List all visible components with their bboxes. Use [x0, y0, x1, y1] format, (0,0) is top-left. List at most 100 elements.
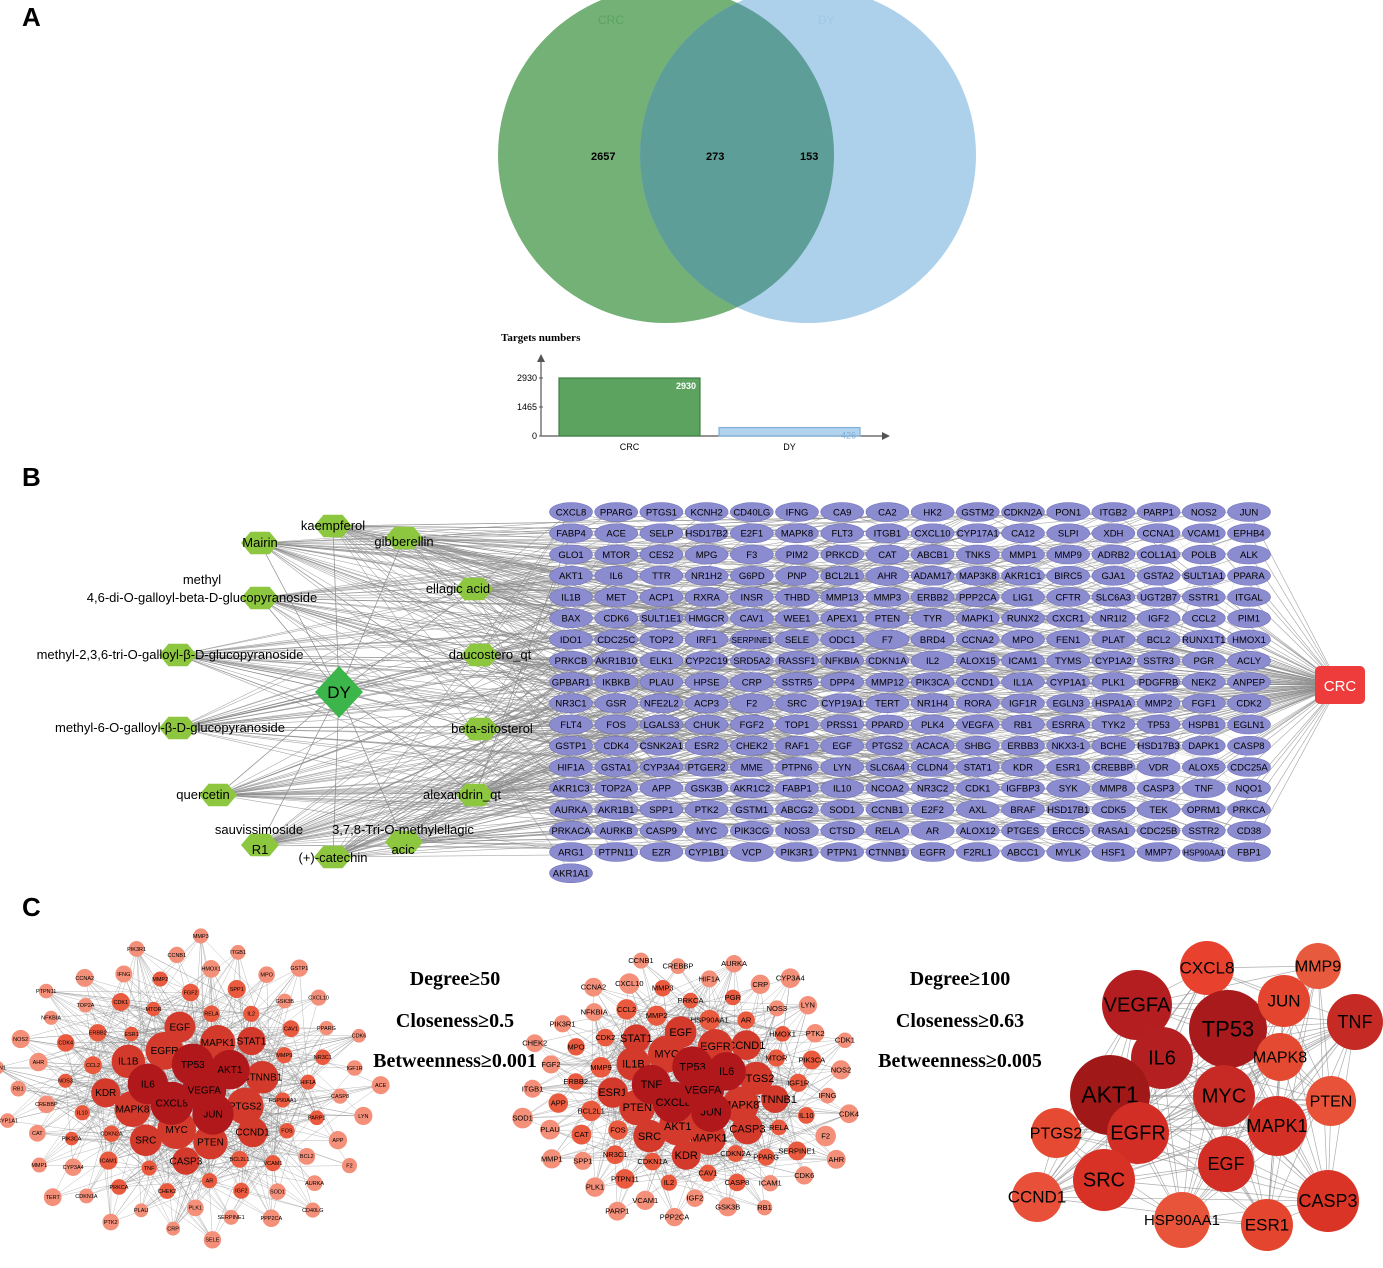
- ppi-node: [202, 960, 220, 978]
- target-node: [729, 778, 774, 799]
- ppi-edge: [108, 1160, 213, 1241]
- target-label: SRC: [787, 699, 807, 710]
- disease-node-crc: [1315, 666, 1365, 704]
- ppi-node-label: CDK1: [835, 1036, 855, 1045]
- ppi-edge: [0, 1068, 83, 1113]
- target-label: CASP8: [1233, 741, 1264, 752]
- venn-overlap-count: 273: [706, 151, 724, 163]
- ppi-edge: [38, 1026, 180, 1063]
- ppi-node-label: AURKA: [721, 959, 747, 968]
- target-node: [820, 608, 865, 629]
- ppi-node: [152, 971, 168, 987]
- target-label: RB1: [1014, 720, 1032, 731]
- target-node: [1136, 650, 1181, 671]
- network-b-edge: [177, 660, 572, 729]
- ppi-node: [84, 1056, 102, 1075]
- target-label: FLT4: [560, 720, 581, 731]
- target-label: APEX1: [827, 614, 858, 625]
- target-label: ITGB1: [874, 529, 901, 540]
- target-node: [639, 650, 684, 671]
- target-node: [1001, 714, 1045, 735]
- network-b-edge: [403, 639, 572, 843]
- ppi-edge: [136, 948, 191, 993]
- target-node: [1227, 842, 1271, 862]
- target-node: [1227, 757, 1271, 777]
- ppi-node-label: MMP2: [152, 977, 168, 983]
- target-node: [729, 693, 774, 714]
- target-node: [594, 523, 639, 544]
- target-label: CDC25C: [597, 635, 635, 646]
- core-node-label: EGF: [1207, 1154, 1244, 1174]
- target-label: FGF1: [1192, 699, 1216, 710]
- core-node-label: HSP90AA1: [1144, 1212, 1220, 1229]
- target-label: HSF1: [1101, 847, 1125, 858]
- target-node: [820, 502, 865, 522]
- ppi-node-label: PLK1: [586, 1183, 604, 1192]
- target-node: [1227, 778, 1271, 799]
- ppi-node-label: CHEK2: [522, 1039, 547, 1048]
- bar-value-label: 426: [841, 431, 856, 441]
- target-label: PON1: [1055, 507, 1081, 518]
- ppi-node-label: CDKN1A: [75, 1194, 98, 1200]
- network-b-edge: [661, 596, 1340, 686]
- target-label: SLC6A4: [870, 762, 905, 773]
- ppi-node: [58, 1073, 73, 1088]
- ppi-node-label: MTOR: [765, 1054, 788, 1063]
- ppi-node-label: MMP1: [31, 1163, 47, 1169]
- target-label: MTOR: [602, 550, 630, 561]
- target-label: THBD: [784, 592, 810, 603]
- ppi-node-label: HSP90AA1: [691, 1016, 729, 1025]
- target-node: [1091, 757, 1136, 777]
- target-label: JUN: [1240, 507, 1259, 518]
- target-label: BAX: [561, 614, 581, 625]
- network-b-edge: [661, 745, 1069, 810]
- target-label: ODC1: [829, 635, 855, 646]
- compound-label: beta-sitosterol: [451, 721, 533, 736]
- target-node: [594, 735, 639, 756]
- target-label: CYP1A1: [1050, 677, 1086, 688]
- target-node: [729, 735, 774, 756]
- ppi-edge: [251, 1013, 309, 1083]
- network-b-edge: [332, 511, 572, 858]
- target-label: CDKN1A: [868, 656, 907, 667]
- target-label: NFKBIA: [825, 656, 860, 667]
- target-node: [594, 502, 639, 522]
- ppi-edge: [97, 1008, 154, 1034]
- ppi-node-label: PLK1: [189, 1206, 202, 1212]
- target-label: ADAM17: [914, 571, 952, 582]
- ppi-node-label: CXCL10: [308, 995, 329, 1001]
- target-node: [820, 842, 865, 862]
- target-label: AKR1C3: [553, 784, 590, 795]
- target-node: [775, 778, 819, 799]
- ppi-edge: [20, 1038, 129, 1062]
- target-node: [1182, 799, 1226, 820]
- ppi-edge: [7, 1032, 98, 1121]
- target-label: VEGFA: [962, 720, 994, 731]
- target-node: [955, 608, 1000, 629]
- target-node: [1227, 544, 1271, 565]
- compound-node: [385, 830, 423, 854]
- target-label: ESRRA: [1052, 720, 1085, 731]
- ppi-node-label: SOD1: [512, 1114, 532, 1123]
- target-node: [1001, 523, 1045, 544]
- target-label: HMGCR: [689, 614, 725, 625]
- target-node: [910, 757, 955, 777]
- network-b-edge: [796, 596, 933, 619]
- network-b-edge: [570, 639, 752, 831]
- target-label: ITGB2: [1100, 507, 1127, 518]
- target-label: NR1I2: [1100, 614, 1127, 625]
- target-node: [1046, 778, 1090, 799]
- target-node: [1001, 565, 1045, 586]
- target-node: [1182, 502, 1226, 522]
- target-node: [820, 820, 865, 841]
- ppi-node: [341, 1158, 358, 1174]
- ppi-node: [230, 944, 246, 960]
- target-label: CYP17A1: [957, 529, 999, 540]
- ppi-node-label: CAT: [574, 1130, 589, 1139]
- criteria1-closeness: Closeness≥0.5: [395, 1010, 515, 1032]
- target-node: [1046, 608, 1090, 629]
- ppi-node-label: AHR: [33, 1060, 45, 1066]
- target-node: [910, 672, 955, 692]
- ppi-edge: [200, 935, 292, 1029]
- target-node: [865, 714, 910, 735]
